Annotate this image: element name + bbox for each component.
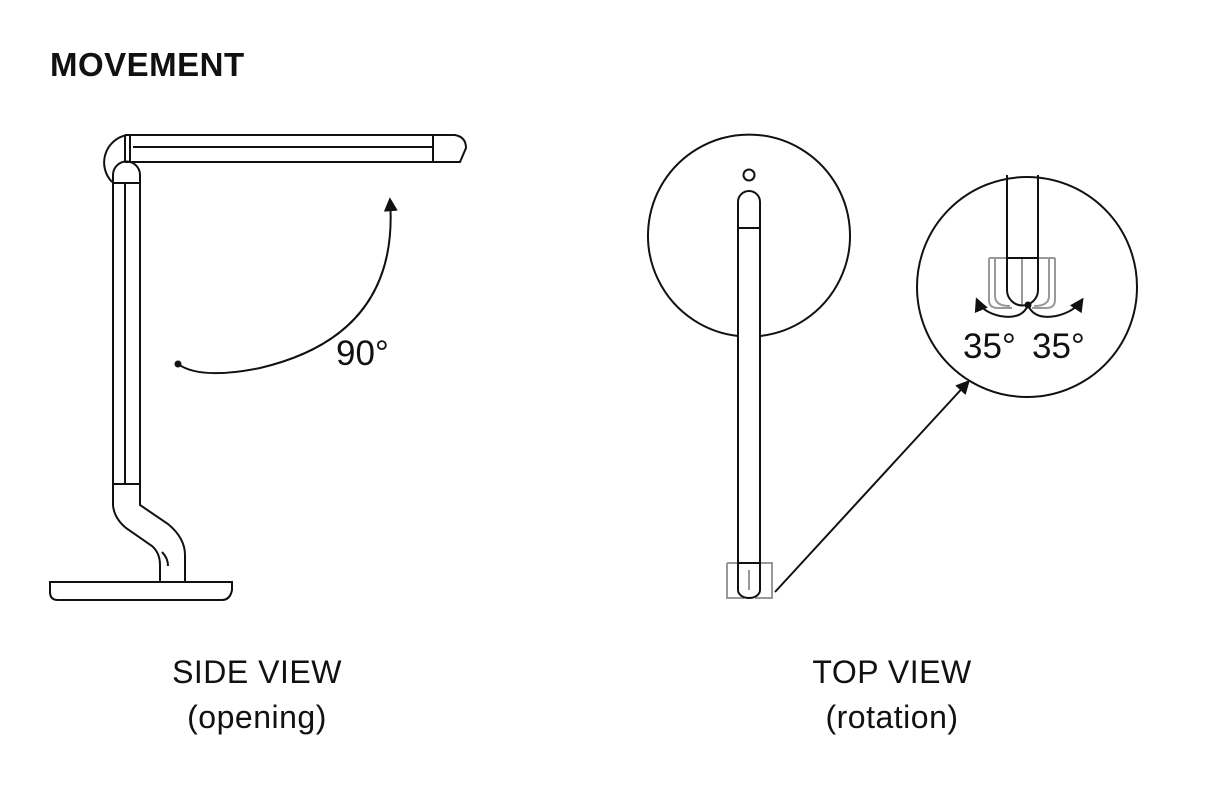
opening-arrow [174,197,398,375]
curved-arrow [177,197,398,375]
page-title: MOVEMENT [50,46,245,83]
lamp-pole [112,160,141,485]
lamp-arm [124,134,468,163]
side-view-lamp [49,134,468,601]
top-view-caption: TOP VIEW (rotation) [732,650,1052,740]
rotation-angle-right: 35° [1032,327,1085,366]
rotation-ghost-caps [726,562,773,599]
lamp-neck [112,484,186,583]
opening-angle-label: 90° [336,334,389,373]
side-view-sublabel: (opening) [187,699,327,735]
lamp-head-joint [103,134,128,183]
top-view-sublabel: (rotation) [825,699,959,735]
lamp-base [49,581,233,601]
top-view-lamp [647,133,970,599]
zoom-pointer-arrow [774,379,970,593]
touch-button [742,168,756,182]
side-view-caption: SIDE VIEW (opening) [97,650,417,740]
top-view-label: TOP VIEW [812,654,972,690]
rotation-angle-left: 35° [963,327,1016,366]
side-view-label: SIDE VIEW [172,654,342,690]
rotation-detail-circle: 35° 35° [916,175,1138,398]
lamp-arm-top [737,190,761,599]
lamp-base-circle [647,133,851,337]
